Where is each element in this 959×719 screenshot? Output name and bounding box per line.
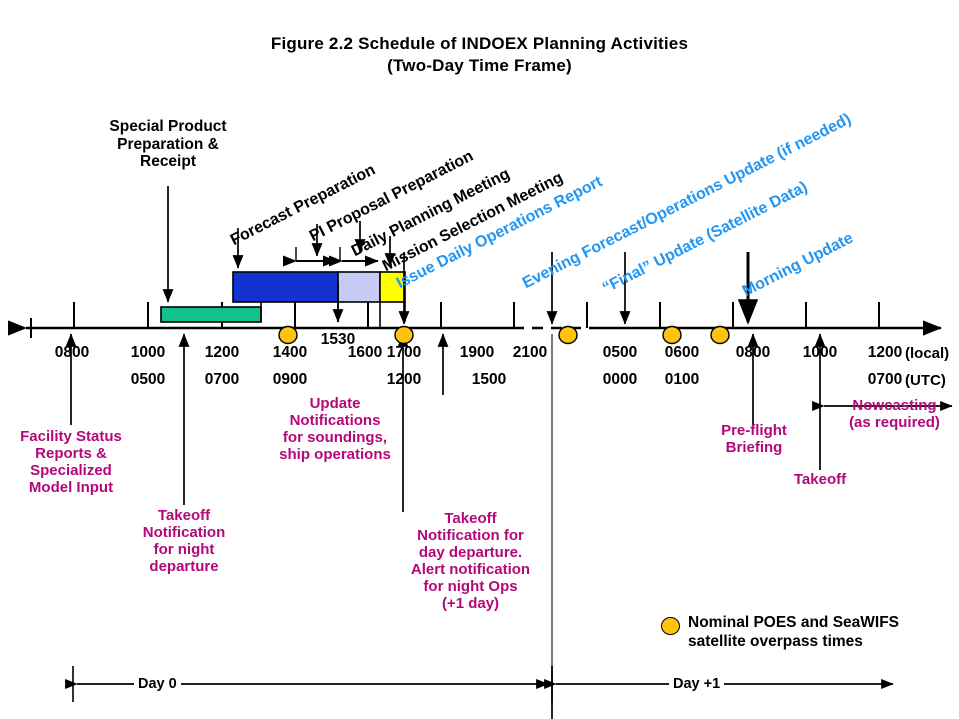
axis-ticks bbox=[30, 302, 880, 338]
label-line: Special Product bbox=[109, 118, 227, 135]
label-line: ship operations bbox=[279, 445, 391, 463]
tick-label-utc-0000: 0000 bbox=[602, 371, 638, 388]
axis-row-label-utc: (UTC) bbox=[905, 372, 946, 389]
tick-label-local-1200: 1200 bbox=[867, 344, 903, 361]
tick-label-local-1600: 1600 bbox=[347, 344, 383, 361]
tick-label-local-1200: 1200 bbox=[204, 344, 240, 361]
label-issue-daily-operations-report: Issue Daily Operations Report bbox=[393, 173, 606, 293]
figure-title-line1: Figure 2.2 Schedule of INDOEX Planning A… bbox=[270, 34, 689, 53]
label-nowcasting: Nowcasting (as required) bbox=[832, 397, 957, 432]
label-line: Notifications bbox=[289, 411, 381, 429]
label-line: Notification for bbox=[417, 526, 524, 544]
tick-label-local-0800: 0800 bbox=[54, 344, 90, 361]
tick-label-local-1900: 1900 bbox=[459, 344, 495, 361]
tick-label-utc-0700: 0700 bbox=[204, 371, 240, 388]
label-line: departure bbox=[149, 557, 219, 575]
label-line: Takeoff bbox=[157, 507, 211, 524]
label-line: Alert notification bbox=[410, 560, 531, 578]
label-line: Notification bbox=[142, 523, 226, 541]
label-update-notifications: Update Notifications for soundings, ship… bbox=[255, 395, 415, 464]
label-line: day departure. bbox=[418, 543, 523, 561]
label-line: (as required) bbox=[849, 413, 940, 431]
bar-special-product bbox=[160, 306, 262, 323]
tick-label-utc-0700: 0700 bbox=[867, 371, 903, 388]
tick-label-local-0800: 0800 bbox=[735, 344, 771, 361]
label-line: Facility Status bbox=[20, 428, 122, 445]
legend-line: satellite overpass times bbox=[688, 633, 863, 651]
label-line: Briefing bbox=[725, 438, 783, 456]
legend-satellite-dot-icon bbox=[661, 617, 680, 635]
label-line: for night Ops bbox=[423, 577, 518, 595]
tick-label-utc-1200: 1200 bbox=[386, 371, 422, 388]
legend-text: Nominal POES and SeaWIFS satellite overp… bbox=[688, 613, 899, 652]
bar-annotation-1530: 1530 bbox=[320, 331, 356, 348]
label-line: Preparation & bbox=[117, 135, 219, 153]
label-takeoff: Takeoff bbox=[770, 471, 870, 489]
figure-title-line2: (Two-Day Time Frame) bbox=[387, 56, 572, 75]
label-line: Receipt bbox=[140, 153, 196, 170]
label-line: for night bbox=[153, 540, 215, 558]
tick-label-local-0500: 0500 bbox=[602, 344, 638, 361]
day-span-label-day-1: Day +1 bbox=[669, 676, 725, 692]
tick-label-utc-0100: 0100 bbox=[664, 371, 700, 388]
label-line: Reports & bbox=[35, 444, 107, 462]
label-line: Pre-flight bbox=[721, 422, 787, 439]
label-line: Update bbox=[309, 395, 361, 412]
tick-label-utc-0500: 0500 bbox=[130, 371, 166, 388]
tick-label-local-1000: 1000 bbox=[802, 344, 838, 361]
tick-label-local-1000: 1000 bbox=[130, 344, 166, 361]
figure-title: Figure 2.2 Schedule of INDOEX Planning A… bbox=[0, 34, 959, 76]
label-facility-status-reports: Facility Status Reports & Specialized Mo… bbox=[2, 428, 140, 497]
label-line: Model Input bbox=[28, 478, 114, 496]
bar-leader-lines bbox=[260, 302, 406, 328]
label-preflight-briefing: Pre-flight Briefing bbox=[695, 422, 813, 457]
label-takeoff-notification-night: Takeoff Notification for night departure bbox=[118, 507, 250, 576]
label-line: (+1 day) bbox=[441, 594, 500, 612]
tick-label-local-2100: 2100 bbox=[512, 344, 548, 361]
tick-label-utc-1500: 1500 bbox=[471, 371, 507, 388]
tick-label-local-0600: 0600 bbox=[664, 344, 700, 361]
day-span-label-day-0: Day 0 bbox=[134, 676, 181, 692]
label-line: for soundings, bbox=[282, 428, 388, 446]
satellite-dot bbox=[558, 325, 578, 345]
label-line: Takeoff bbox=[444, 510, 497, 527]
tick-label-local-1400: 1400 bbox=[272, 344, 308, 361]
bar-forecast-preparation bbox=[232, 271, 339, 303]
label-line: Specialized bbox=[30, 461, 112, 479]
label-line: Takeoff bbox=[793, 471, 847, 488]
satellite-dot bbox=[394, 325, 414, 345]
bar-daily-planning-meeting bbox=[337, 271, 381, 303]
satellite-dot bbox=[662, 325, 682, 345]
label-morning-update: Morning Update bbox=[739, 229, 857, 301]
label-line: Nowcasting bbox=[852, 397, 937, 414]
legend-line: Nominal POES and SeaWIFS bbox=[688, 614, 900, 631]
label-takeoff-notification-day: Takeoff Notification for day departure. … bbox=[393, 510, 548, 613]
tick-label-utc-0900: 0900 bbox=[272, 371, 308, 388]
satellite-dot bbox=[710, 325, 730, 345]
label-special-product-preparation: Special Product Preparation & Receipt bbox=[88, 118, 248, 171]
axis-row-label-local: (local) bbox=[905, 345, 950, 362]
tick-label-local-1700: 1700 bbox=[386, 344, 422, 361]
activity-bars bbox=[160, 271, 406, 323]
day-span-bracket bbox=[65, 666, 894, 702]
satellite-dot bbox=[278, 325, 298, 345]
